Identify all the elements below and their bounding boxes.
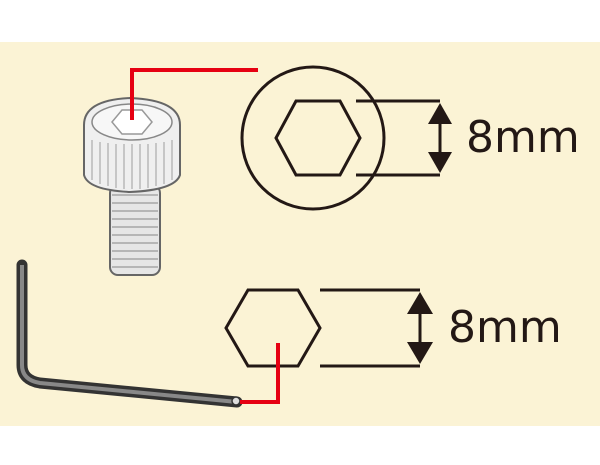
key-leader-line [240,343,280,404]
screw-head-circle [240,65,386,211]
arrow-down-icon [428,152,452,173]
hex-socket-icon [274,99,362,177]
arrow-down-icon [407,342,433,364]
key-size-label: 8mm [448,302,562,353]
arrow-up-icon [428,103,452,124]
arrow-up-icon [407,292,433,314]
socket-size-label: 8mm [466,112,580,163]
hex-key-profile-icon [224,288,322,368]
hex-key-icon [16,259,243,408]
socket-cap-screw-icon [83,96,181,276]
screw-leader-line [130,68,258,120]
